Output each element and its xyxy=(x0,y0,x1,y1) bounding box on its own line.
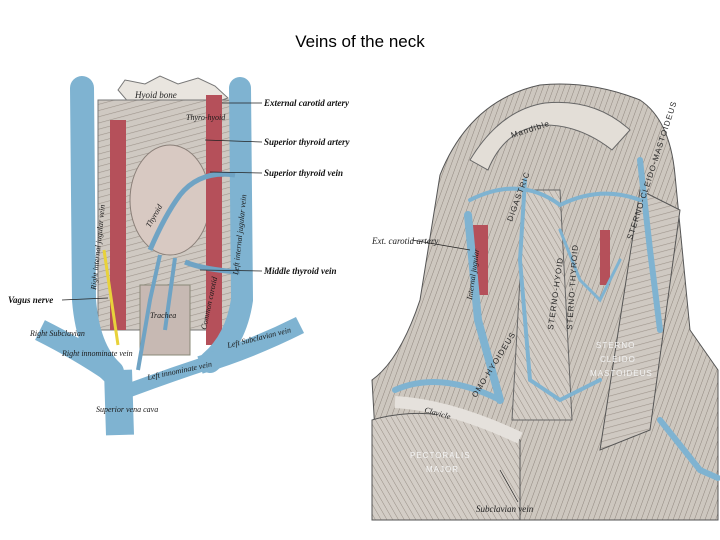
leader-superior-thyroid-artery xyxy=(204,139,263,143)
label-superior-vena-cava: Superior vena cava xyxy=(96,405,158,414)
sternocleidomastoid-muscle xyxy=(599,189,681,451)
right-anatomy-figure: Mandible DIGASTRIC Ext. carotid artery I… xyxy=(371,83,720,521)
left-innominate-vein xyxy=(127,355,213,397)
subclavian-vein-shape xyxy=(392,379,503,403)
left-anatomy-figure: Hyoid bone Thyro-hyoid External carotid … xyxy=(8,75,351,436)
label-trachea: Trachea xyxy=(150,311,176,320)
right-subclavian-vein xyxy=(35,320,119,382)
cephalic-vein xyxy=(657,417,720,481)
carotid-patch-right xyxy=(600,230,610,285)
leader-vagus-nerve xyxy=(61,297,109,301)
superior-vena-cava xyxy=(104,369,134,436)
thyroid-gland xyxy=(129,144,211,256)
label-subclavian-vein: Subclavian vein xyxy=(476,504,534,514)
label-right-subclavian: Right Subclavian xyxy=(29,329,85,338)
label-superior-thyroid-artery: Superior thyroid artery xyxy=(264,137,351,147)
label-ext-carotid: Ext. carotid artery xyxy=(371,236,438,246)
anterior-jugular-vein xyxy=(517,178,602,403)
mandible-shape xyxy=(469,101,631,171)
leader-middle-thyroid-vein xyxy=(199,269,263,272)
label-sterno: STERNO xyxy=(596,341,635,350)
label-external-carotid: External carotid artery xyxy=(263,98,350,108)
label-right-innominate: Right innominate vein xyxy=(61,349,133,358)
superior-thyroid-vein xyxy=(147,171,236,251)
label-superior-thyroid-vein: Superior thyroid vein xyxy=(264,168,343,178)
label-thyrohyoid: Thyro-hyoid xyxy=(186,113,226,122)
inferior-thyroid-veins xyxy=(136,254,177,371)
label-pectoralis-1: PECTORALIS xyxy=(410,451,471,460)
left-subclavian-vein xyxy=(197,316,305,374)
leader-subclavian-vein xyxy=(499,469,519,503)
label-cleido: CLEIDO xyxy=(600,355,636,364)
label-hyoid-bone: Hyoid bone xyxy=(134,90,177,100)
internal-jugular-vein-right-fig xyxy=(464,211,504,404)
vagus-nerve xyxy=(102,249,120,346)
external-jugular-vein xyxy=(637,157,663,333)
label-vagus-nerve: Vagus nerve xyxy=(8,295,53,305)
label-middle-thyroid-vein: Middle thyroid vein xyxy=(263,266,337,276)
label-pectoralis-2: MAJOR xyxy=(426,465,459,474)
clavicle-shape xyxy=(394,396,523,444)
label-mastoid: MASTOIDEUS xyxy=(590,369,653,378)
leader-ext-carotid-right xyxy=(411,239,471,251)
middle-thyroid-vein xyxy=(184,259,241,275)
slide-title: Veins of the neck xyxy=(295,32,425,51)
leader-superior-thyroid-vein xyxy=(209,171,263,174)
thyroid-vein-branch xyxy=(558,228,622,303)
facial-veins xyxy=(468,186,642,208)
